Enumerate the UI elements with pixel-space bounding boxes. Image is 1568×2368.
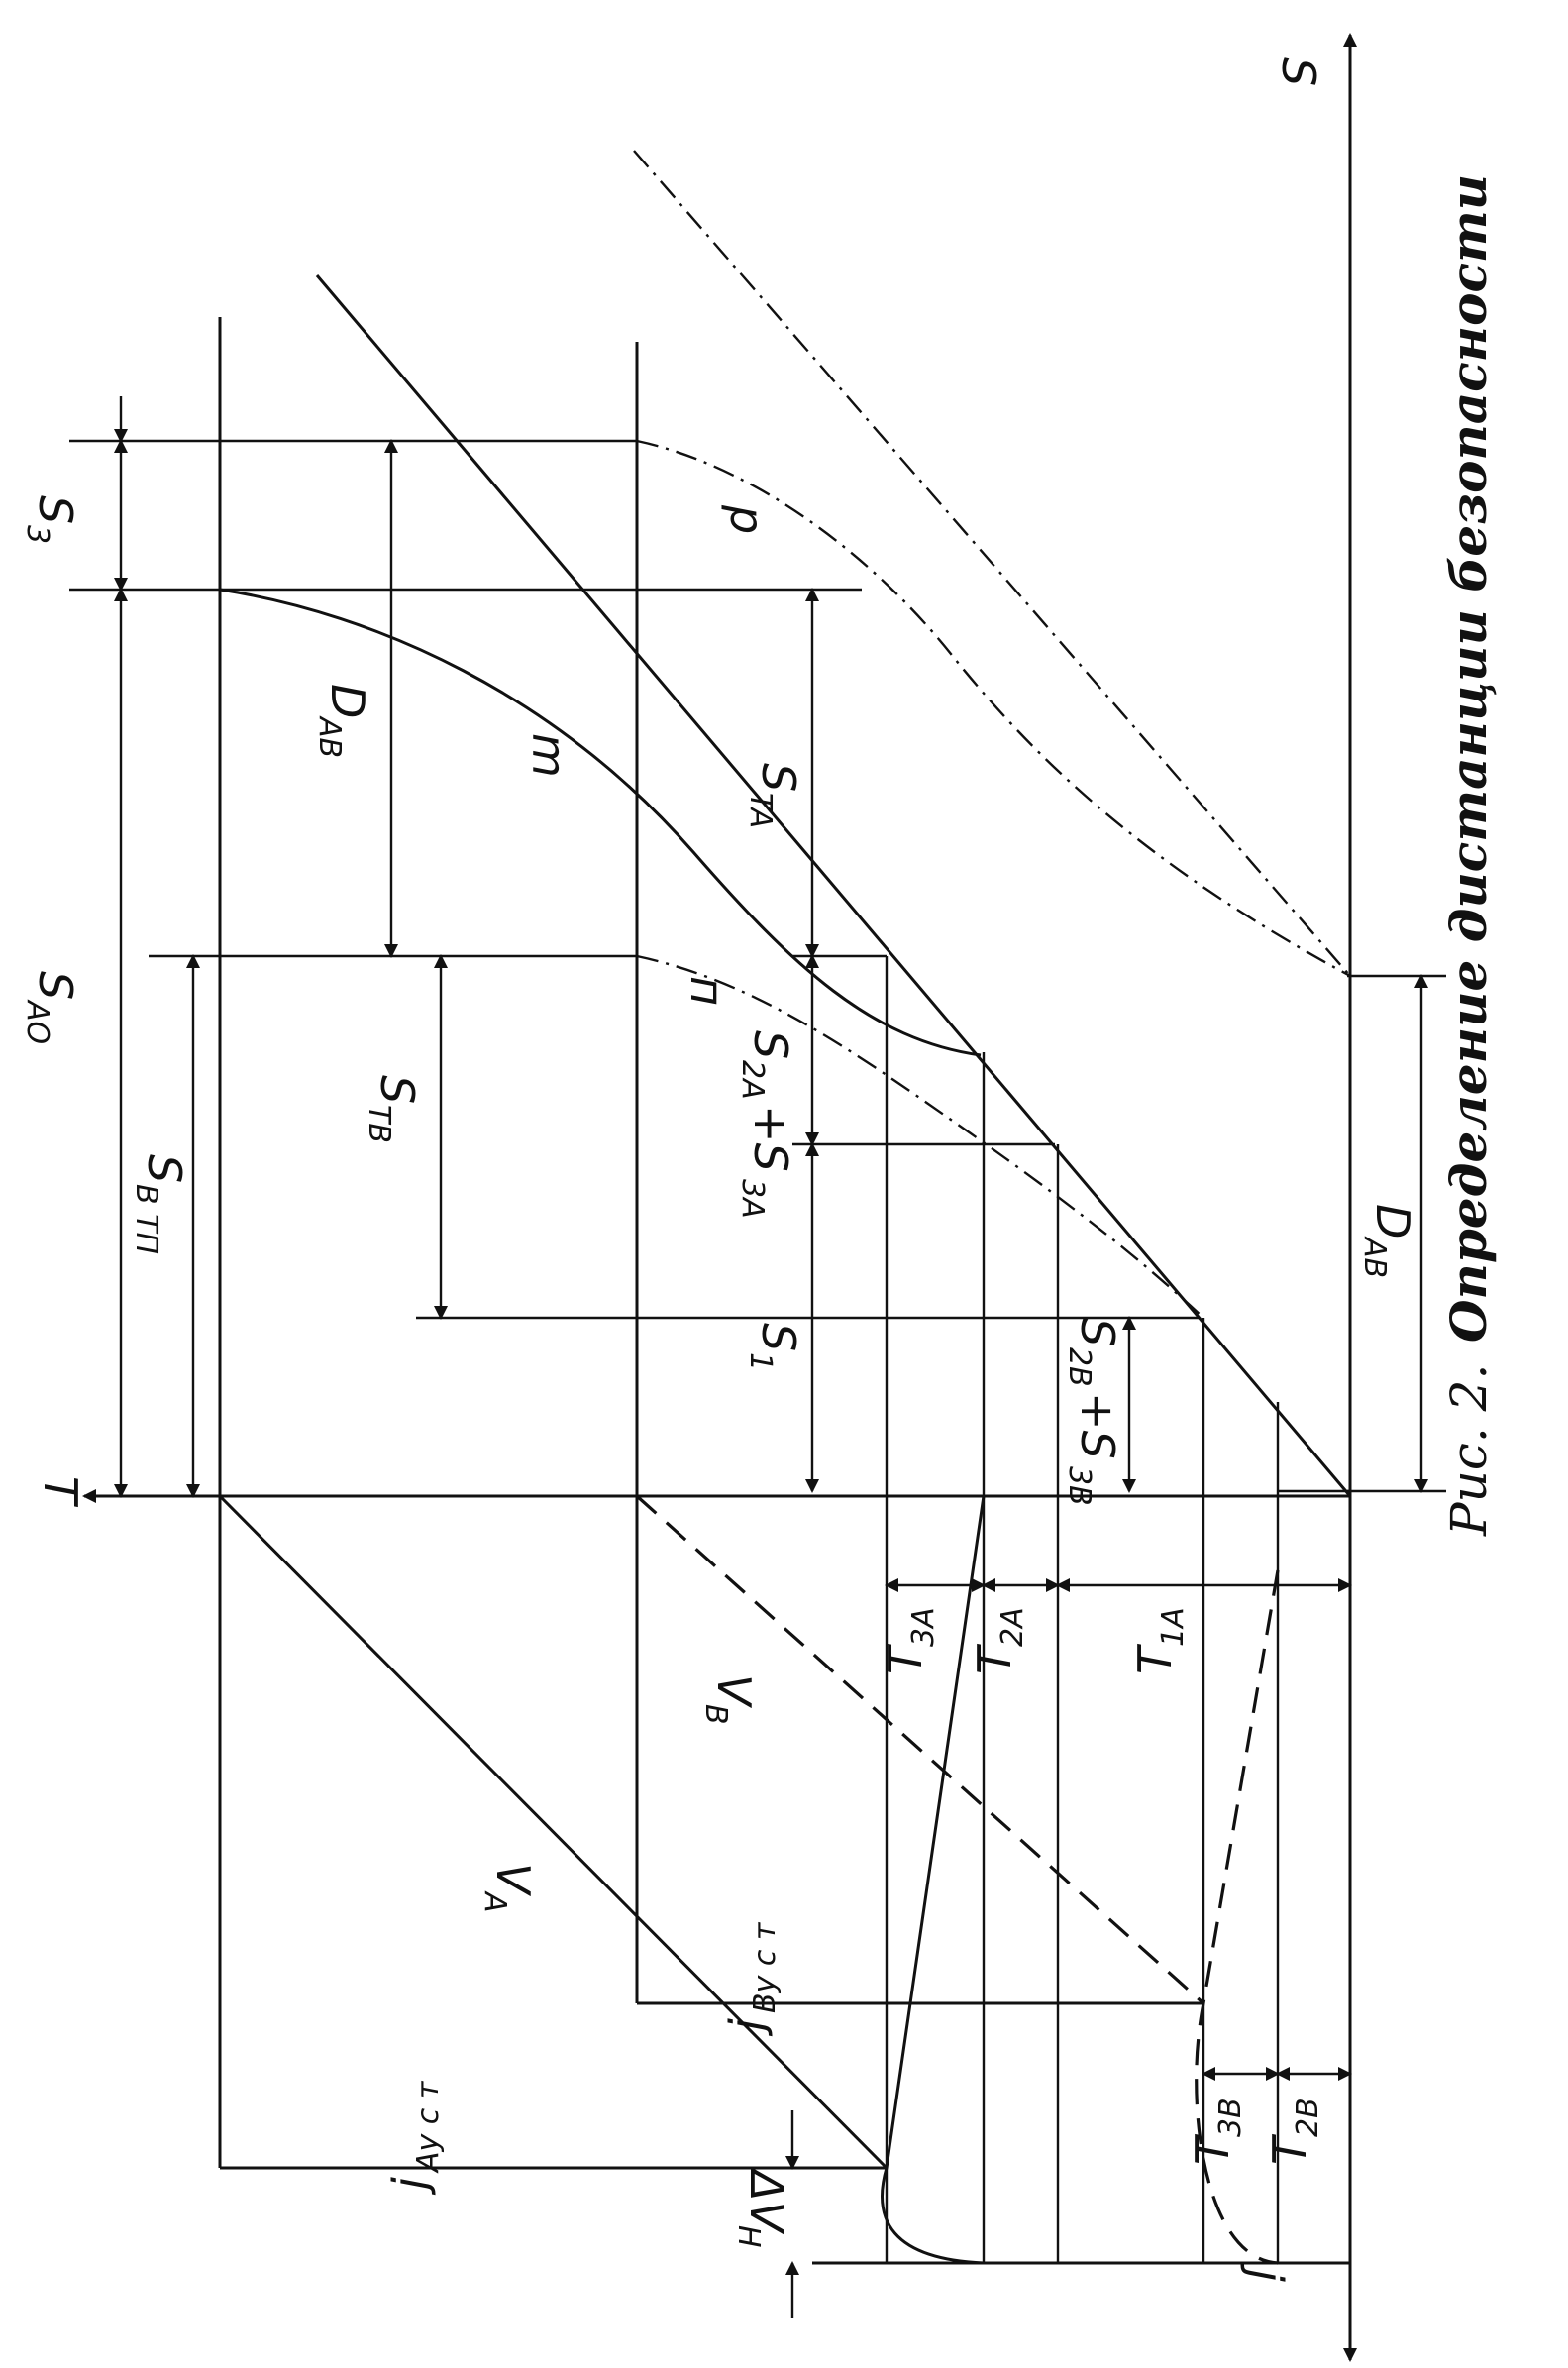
svg-text:S: S [29,971,82,1000]
caption-prefix: Рис. 2. [1440,1364,1498,1537]
s-axis-label: S [1272,57,1325,86]
curve-n [636,954,1204,1319]
sao-label: S AO [20,971,82,1044]
p-asymptote-line [633,150,1351,977]
svg-text:2B: 2B [1062,1347,1097,1387]
t3a-label: T 3A [879,1607,941,1674]
jb-ust-label: j By с т [720,1921,783,2037]
svg-text:1: 1 [743,1352,778,1371]
s1-label: S 1 [743,1323,805,1371]
svg-text:S: S [29,495,82,524]
s2a-s3a-label: S 2A +S 3A [735,1030,797,1219]
svg-text:D: D [321,684,374,718]
svg-text:A: A [477,1890,512,1913]
svg-text:S: S [370,1075,424,1104]
t2b-label: T 2B [1263,2098,1325,2165]
svg-text:S: S [744,1030,797,1059]
s2b-s3b-label: S 2B +S 3B [1062,1318,1124,1506]
caption-text: Определение дистанции безопасности [1439,174,1498,1343]
curve-p [636,439,1351,978]
curve-p-label: p [720,504,774,534]
dab-top-label: D AB [312,684,374,758]
t2a-label: T 2A [968,1607,1030,1674]
stb-label: S TB [362,1075,424,1143]
svg-text:H: H [731,2225,766,2248]
svg-text:3B: 3B [1062,1466,1097,1506]
ja-ust-label: j Ay с т [383,2080,446,2196]
jb-curve [1195,1569,1280,2265]
svg-text:TB: TB [362,1105,396,1143]
svg-text:T: T [1263,2133,1316,2165]
svg-text:3: 3 [20,525,54,544]
va-label: V A [477,1863,540,1913]
dvh-label: ΔV H [731,2167,793,2248]
curve-n-label: п [680,976,734,1006]
svg-text:AB: AB [1357,1236,1392,1278]
svg-text:B TП: B TП [129,1184,163,1254]
vb-line [635,1494,1205,2005]
svg-text:+S: +S [1071,1392,1124,1459]
svg-text:V: V [707,1674,761,1709]
svg-text:1A: 1A [1156,1607,1191,1647]
svg-text:j: j [720,2018,774,2037]
svg-text:By с т: By с т [748,1921,783,2013]
svg-text:AO: AO [20,999,54,1044]
svg-text:3A: 3A [906,1607,941,1647]
svg-text:S: S [1071,1318,1124,1346]
svg-text:T: T [1128,1643,1182,1674]
ja-curve [881,1495,986,2265]
svg-text:S: S [138,1154,191,1183]
t-axis-label: T [34,1476,87,1508]
svg-text:2A: 2A [735,1060,770,1100]
svg-text:2A: 2A [995,1607,1030,1647]
va-line [218,1494,889,2170]
j-axis-label: j [1239,2263,1293,2282]
svg-text:3A: 3A [735,1179,770,1219]
svg-text:T: T [879,1643,932,1674]
svg-text:T: T [1186,2133,1239,2165]
sbtp-label: S B TП [129,1154,191,1254]
svg-text:3B: 3B [1213,2098,1248,2137]
curve-m [219,588,982,1057]
svg-text:j: j [383,2177,437,2196]
curve-m-label: m [522,733,575,778]
sta-label: S TA [743,763,805,828]
svg-text:Ay с т: Ay с т [411,2080,446,2174]
svg-text:+S: +S [744,1105,797,1172]
svg-text:T: T [968,1643,1021,1674]
svg-text:B: B [698,1704,733,1725]
svg-text:S: S [752,763,805,792]
svg-text:2B: 2B [1291,2098,1325,2137]
svg-text:V: V [486,1863,540,1897]
svg-text:D: D [1366,1204,1419,1238]
svg-text:AB: AB [312,715,347,758]
t1a-label: T 1A [1128,1607,1191,1674]
t3b-label: T 3B [1186,2098,1248,2165]
svg-text:S: S [752,1323,805,1351]
s3-label: S 3 [20,495,82,544]
sta-diagonal-line [315,274,1352,1497]
svg-text:ΔV: ΔV [740,2167,793,2235]
svg-text:TA: TA [743,793,778,828]
figure-caption: Рис. 2. Определение дистанции безопаснос… [1439,174,1498,1537]
dab-bottom-label: D AB [1357,1204,1419,1278]
vb-label: V B [698,1674,761,1725]
